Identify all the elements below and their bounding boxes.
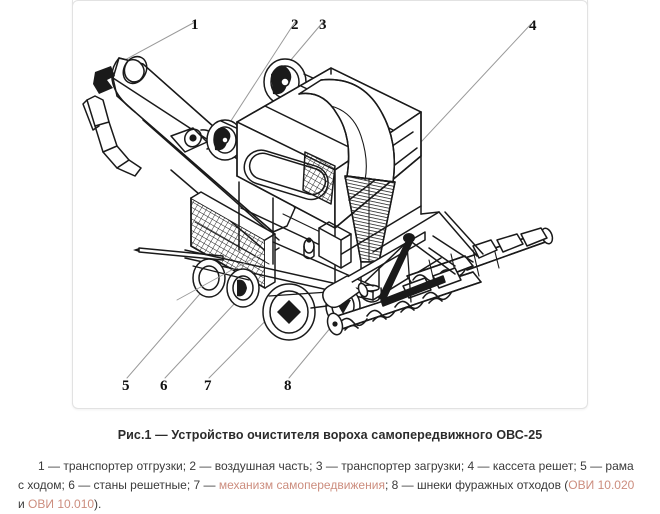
callout-6: 6 bbox=[160, 378, 168, 394]
legend-text-part-1: 1 — транспортер отгрузки; 2 — воздушная … bbox=[18, 459, 634, 492]
figure-caption-legend: 1 — транспортер отгрузки; 2 — воздушная … bbox=[18, 457, 642, 514]
legend-text-part-2: ; 8 — шнеки фуражных отходов ( bbox=[384, 478, 569, 492]
machine-diagram bbox=[82, 21, 554, 379]
figure-caption-title: Рис.1 — Устройство очистителя вороха сам… bbox=[117, 428, 543, 442]
callout-2: 2 bbox=[291, 17, 299, 33]
callout-3: 3 bbox=[319, 17, 327, 33]
legend-link-self-propulsion[interactable]: механизм самопередвижения bbox=[218, 478, 385, 492]
legend-text-part-4: ). bbox=[94, 497, 102, 511]
legend-text-part-3: и bbox=[18, 497, 29, 511]
legend-link-ovi-10-010[interactable]: ОВИ 10.010 bbox=[28, 497, 95, 511]
figure-panel: 1 2 3 4 5 6 7 8 bbox=[72, 0, 588, 409]
figure-page: 1 2 3 4 5 6 7 8 Рис.1 — Устройство очист… bbox=[18, 0, 635, 511]
callout-1: 1 bbox=[191, 17, 199, 33]
callout-4: 4 bbox=[529, 18, 537, 34]
callout-8: 8 bbox=[284, 378, 292, 394]
callout-5: 5 bbox=[122, 378, 130, 394]
callout-7: 7 bbox=[204, 378, 212, 394]
legend-link-ovi-10-020[interactable]: ОВИ 10.020 bbox=[568, 478, 635, 492]
